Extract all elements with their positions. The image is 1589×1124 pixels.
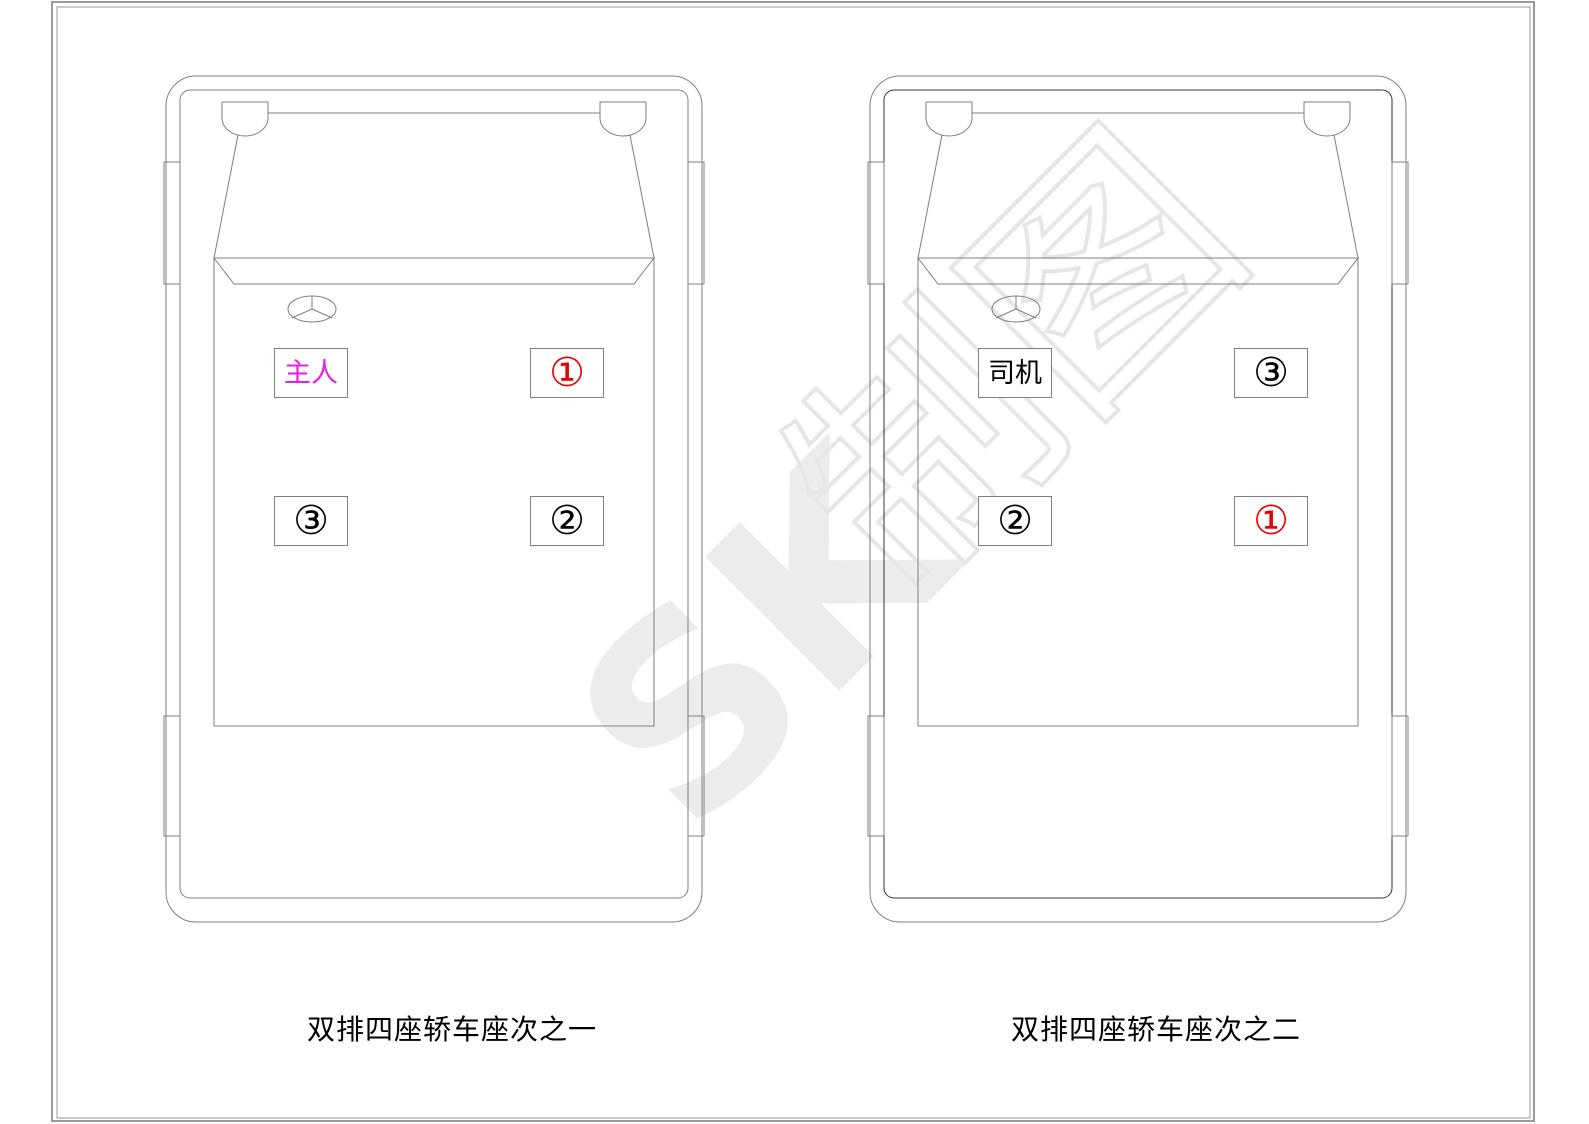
seat-front-right-1: ①	[530, 348, 604, 398]
car-outline-2	[867, 75, 1409, 923]
seat-rear-left-2: ②	[978, 496, 1052, 546]
seat-rear-right-1: ②	[530, 496, 604, 546]
watermark-logo: SK 制图	[520, 80, 1297, 883]
diagram-caption-1: 双排四座轿车座次之一	[306, 1013, 597, 1046]
seat-front-right-2: ③	[1234, 348, 1308, 398]
seat-rear-left-1: ③	[274, 496, 348, 546]
seat-front-left-1: 主人	[274, 348, 348, 398]
seat-front-left-2: 司机	[978, 348, 1052, 398]
diagram-caption-2: 双排四座轿车座次之二	[1010, 1013, 1301, 1046]
seat-rear-right-2: ①	[1234, 496, 1308, 546]
car-outline-1	[163, 75, 705, 923]
